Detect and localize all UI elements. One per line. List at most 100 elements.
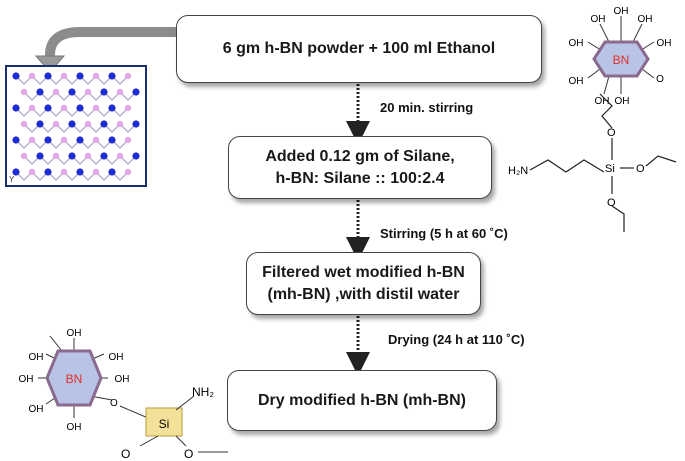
hydroxylated-hbn-structure: BN OH OH OH OH OH OH O OH OH bbox=[569, 6, 672, 107]
lattice-atoms bbox=[12, 72, 140, 181]
nitrogen-atom bbox=[44, 168, 52, 176]
svg-text:OH: OH bbox=[657, 38, 672, 49]
nitrogen-atom bbox=[68, 120, 76, 128]
svg-text:OH: OH bbox=[67, 328, 82, 339]
boron-atom bbox=[116, 152, 124, 160]
hexagon bbox=[45, 349, 103, 407]
nitrogen-atom bbox=[36, 120, 44, 128]
hbn-lattice-image: Y bbox=[5, 65, 147, 187]
svg-text:OH: OH bbox=[29, 404, 44, 415]
svg-text:O: O bbox=[656, 74, 664, 85]
lattice-frame bbox=[5, 65, 147, 187]
amine-group: NH₂ bbox=[192, 385, 214, 399]
boron-atom bbox=[28, 136, 36, 144]
step-box-1: 6 gm h-BN powder + 100 ml Ethanol bbox=[176, 15, 542, 83]
boron-atom bbox=[60, 136, 68, 144]
svg-text:OH: OH bbox=[569, 38, 584, 49]
transition-label-1: 20 min. stirring bbox=[380, 100, 474, 115]
nitrogen-atom bbox=[12, 72, 20, 80]
svg-text:OH: OH bbox=[67, 422, 82, 433]
boron-atom bbox=[60, 72, 68, 80]
boron-atom bbox=[124, 104, 132, 112]
step-2-line-2: h-BN: Silane :: 100:2.4 bbox=[275, 169, 445, 187]
nitrogen-atom bbox=[44, 72, 52, 80]
step-1-text: 6 gm h-BN powder + 100 ml Ethanol bbox=[222, 40, 496, 57]
boron-atom bbox=[124, 136, 132, 144]
nitrogen-atom bbox=[108, 104, 116, 112]
svg-text:OH: OH bbox=[615, 96, 630, 107]
amine-group: H₂N bbox=[508, 165, 528, 177]
si-box bbox=[145, 407, 183, 437]
nitrogen-atom bbox=[36, 88, 44, 96]
nitrogen-atom bbox=[12, 104, 20, 112]
hexagon bbox=[592, 40, 650, 78]
boron-atom bbox=[92, 104, 100, 112]
step-3-line-1: Filtered wet modified h-BN bbox=[262, 263, 465, 281]
nitrogen-atom bbox=[100, 152, 108, 160]
boron-atom bbox=[92, 168, 100, 176]
nitrogen-atom bbox=[108, 136, 116, 144]
boron-atom bbox=[84, 120, 92, 128]
silicon-atom: Si bbox=[159, 417, 170, 431]
nitrogen-atom bbox=[76, 104, 84, 112]
silicon-atom: Si bbox=[605, 163, 615, 175]
boron-atom bbox=[92, 136, 100, 144]
svg-text:OH: OH bbox=[591, 14, 606, 25]
nitrogen-atom bbox=[12, 136, 20, 144]
nitrogen-atom bbox=[132, 152, 140, 160]
nitrogen-atom bbox=[100, 120, 108, 128]
nitrogen-atom bbox=[68, 88, 76, 96]
nitrogen-atom bbox=[44, 136, 52, 144]
curved-arrow bbox=[34, 27, 176, 73]
nitrogen-atom bbox=[108, 168, 116, 176]
svg-text:O: O bbox=[184, 447, 193, 461]
nitrogen-atom bbox=[76, 136, 84, 144]
nitrogen-atom bbox=[76, 72, 84, 80]
svg-text:OH: OH bbox=[109, 352, 124, 363]
boron-atom bbox=[116, 88, 124, 96]
boron-atom bbox=[84, 152, 92, 160]
nitrogen-atom bbox=[132, 120, 140, 128]
step-box-2: Added 0.12 gm of Silane, h-BN: Silane ::… bbox=[228, 136, 492, 199]
svg-text:O: O bbox=[110, 398, 118, 409]
boron-atom bbox=[92, 72, 100, 80]
svg-text:OH: OH bbox=[19, 374, 34, 385]
step-box-3: Filtered wet modified h-BN (mh-BN) ,with… bbox=[246, 252, 481, 315]
svg-text:OH: OH bbox=[595, 96, 610, 107]
step-3-line-2: (mh-BN) ,with distil water bbox=[267, 285, 460, 303]
svg-text:OH: OH bbox=[569, 76, 584, 87]
step-box-4: Dry modified h-BN (mh-BN) bbox=[227, 370, 497, 431]
boron-atom bbox=[20, 120, 28, 128]
transition-label-3: Drying (24 h at 110 ˚C) bbox=[388, 332, 525, 347]
bn-label: BN bbox=[613, 53, 630, 67]
transition-label-2: Stirring (5 h at 60 ˚C) bbox=[380, 226, 508, 241]
boron-atom bbox=[28, 168, 36, 176]
svg-text:O: O bbox=[607, 197, 616, 209]
nitrogen-atom bbox=[76, 168, 84, 176]
boron-atom bbox=[28, 104, 36, 112]
mhbn-structure: BN OH OH OH OH OH OH OH O Si NH₂ O O bbox=[19, 328, 228, 461]
nitrogen-atom bbox=[68, 152, 76, 160]
nitrogen-atom bbox=[36, 152, 44, 160]
silane-molecule: H₂N Si O O O bbox=[508, 93, 677, 232]
boron-atom bbox=[60, 168, 68, 176]
boron-atom bbox=[52, 152, 60, 160]
nitrogen-atom bbox=[108, 72, 116, 80]
boron-atom bbox=[20, 88, 28, 96]
svg-text:O: O bbox=[121, 447, 130, 461]
bn-label: BN bbox=[66, 372, 83, 386]
boron-atom bbox=[28, 72, 36, 80]
svg-text:OH: OH bbox=[638, 14, 653, 25]
svg-text:OH: OH bbox=[115, 374, 130, 385]
boron-atom bbox=[124, 72, 132, 80]
nitrogen-atom bbox=[44, 104, 52, 112]
step-4-text: Dry modified h-BN (mh-BN) bbox=[258, 391, 466, 409]
boron-atom bbox=[84, 88, 92, 96]
svg-text:OH: OH bbox=[614, 6, 629, 17]
nitrogen-atom bbox=[100, 88, 108, 96]
lattice-corner-label: Y bbox=[9, 175, 15, 184]
boron-atom bbox=[60, 104, 68, 112]
step-2-line-1: Added 0.12 gm of Silane, bbox=[265, 147, 455, 165]
boron-atom bbox=[20, 152, 28, 160]
